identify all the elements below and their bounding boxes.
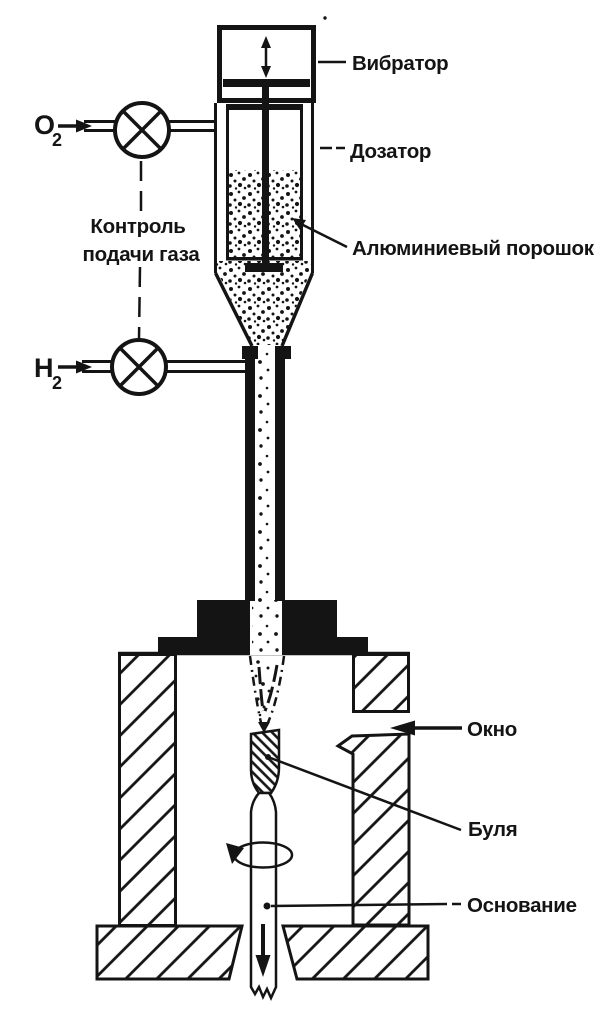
h2-valve-cross-2 xyxy=(118,346,160,388)
pedestal: Основание xyxy=(226,791,577,1002)
funnel-wall-right xyxy=(280,272,315,347)
pedestal-rod xyxy=(249,791,278,1002)
h2-input: H 2 xyxy=(34,338,246,396)
o2-valve-cross-2 xyxy=(121,109,163,151)
gas-control: Контроль подачи газа xyxy=(83,161,201,340)
furnace-wall-right-upper xyxy=(352,653,410,713)
o2-label: O xyxy=(34,110,55,140)
burner-channel-powder-dots xyxy=(252,600,280,652)
vibrator-label: Вибратор xyxy=(352,52,448,75)
o2-input: O 2 xyxy=(34,101,214,159)
aluminum-powder-label: Алюминиевый порошок xyxy=(352,237,595,260)
o2-label-subscript: 2 xyxy=(52,130,62,150)
boule-shape xyxy=(249,728,281,795)
base-block-right xyxy=(281,924,430,981)
h2-flow-arrow-icon xyxy=(58,360,92,374)
base-leader-line xyxy=(270,902,448,908)
vibrator-unit xyxy=(217,16,327,103)
window-label: Окно xyxy=(467,718,517,741)
furnace-wall-left xyxy=(118,653,177,927)
hopper-inner-wall-left xyxy=(226,107,229,259)
tube-wall-left xyxy=(245,359,255,601)
gas-control-label-line2: подачи газа xyxy=(83,243,201,266)
tube-flange-right xyxy=(275,346,291,359)
powder-leader-line xyxy=(298,221,348,249)
window-pointer: Окно xyxy=(390,718,517,741)
furnace-wall-right-lower xyxy=(335,732,411,927)
tube-flange-left xyxy=(242,346,258,359)
o2-flow-arrow-icon xyxy=(58,119,92,133)
doser-callout: Дозатор xyxy=(320,140,431,163)
feed-rod xyxy=(262,85,269,269)
vibrator-callout: Вибратор xyxy=(318,52,449,75)
hopper-outer-wall-right xyxy=(311,103,314,273)
base-block-left xyxy=(95,924,244,981)
tube-wall-right xyxy=(275,359,285,601)
boule-group: Буля xyxy=(249,728,518,841)
boule-leader-line xyxy=(267,755,462,832)
vibration-arrow-icon xyxy=(261,36,271,78)
feed-tube xyxy=(242,346,291,601)
flame xyxy=(248,655,286,733)
powder-fill-funnel xyxy=(218,273,310,345)
hopper-outer-wall-left xyxy=(214,103,217,273)
base-leader-dot xyxy=(263,902,271,910)
rotation-arrowhead-icon xyxy=(226,843,244,864)
boule-label: Буля xyxy=(468,818,517,841)
gas-control-dashed-line-lower xyxy=(137,266,142,340)
ink-speck xyxy=(323,16,327,20)
base-label: Основание xyxy=(467,894,577,917)
flame-arrowhead-icon xyxy=(258,722,270,733)
burner-mount xyxy=(158,600,368,655)
flame-inner-right xyxy=(263,664,279,712)
window-arrow-icon xyxy=(390,720,415,736)
flame-inner-left xyxy=(257,666,265,712)
hopper-inner-wall-right xyxy=(300,107,303,259)
h2-label-subscript: 2 xyxy=(52,373,62,393)
flame-powder-dots xyxy=(254,660,271,717)
gas-control-label-line1: Контроль xyxy=(90,215,185,238)
aluminum-powder-callout: Алюминиевый порошок xyxy=(292,218,595,260)
doser-label: Дозатор xyxy=(350,140,431,163)
tube-powder-dots xyxy=(256,346,274,600)
funnel-wall-left xyxy=(213,272,254,347)
down-arrow-icon xyxy=(255,924,271,977)
vibrator-plate xyxy=(223,79,310,87)
h2-label: H xyxy=(34,353,54,383)
powder-leader-arrowhead-icon xyxy=(292,218,306,230)
